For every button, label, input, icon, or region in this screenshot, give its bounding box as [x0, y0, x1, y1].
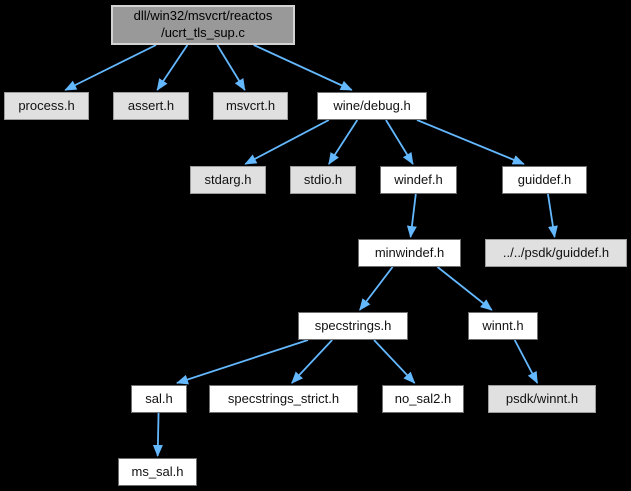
edge-minwindef-to-winnt — [436, 266, 493, 311]
edge-main-to-process — [64, 44, 157, 91]
graph-node-winedebug[interactable]: wine/debug.h — [317, 92, 427, 120]
edges — [64, 44, 558, 457]
graph-node-specstrict[interactable]: specstrings_strict.h — [209, 385, 358, 413]
graph-node-windef[interactable]: windef.h — [380, 166, 457, 194]
edge-specstrings-to-specstrict — [291, 339, 333, 384]
graph-node-stdarg: stdarg.h — [190, 166, 266, 194]
edge-winedebug-to-guiddef — [416, 119, 525, 165]
edge-sal-to-mssal — [152, 412, 163, 457]
edge-main-to-assert — [156, 44, 189, 91]
graph-node-process: process.h — [4, 92, 89, 120]
graph-node-assert: assert.h — [113, 92, 189, 120]
graph-node-msvcrt: msvcrt.h — [213, 92, 288, 120]
edge-winedebug-to-windef — [385, 119, 414, 165]
edge-main-to-msvcrt — [216, 44, 246, 91]
edge-guiddef-to-psdkguiddef — [547, 193, 558, 238]
graph-node-main: dll/win32/msvcrt/reactos /ucrt_tls_sup.c — [111, 5, 295, 45]
graph-node-sal[interactable]: sal.h — [131, 385, 187, 413]
edge-winedebug-to-stdarg — [244, 119, 330, 165]
edge-winnt-to-psdkwinnt — [513, 339, 539, 384]
edge-specstrings-to-sal — [176, 339, 309, 385]
edge-winedebug-to-stdio — [328, 119, 359, 165]
graph-node-nosal2[interactable]: no_sal2.h — [382, 385, 464, 413]
edge-windef-to-minwindef — [406, 193, 417, 238]
edge-minwindef-to-specstrings — [359, 266, 394, 311]
graph-node-guiddef[interactable]: guiddef.h — [502, 166, 587, 194]
graph-node-minwindef[interactable]: minwindef.h — [358, 239, 461, 267]
graph-node-winnt[interactable]: winnt.h — [468, 312, 538, 340]
graph-node-psdkwinnt: psdk/winnt.h — [488, 385, 596, 413]
edge-specstrings-to-nosal2 — [373, 339, 416, 384]
graph-node-specstrings[interactable]: specstrings.h — [298, 312, 408, 340]
edge-main-to-winedebug — [253, 44, 353, 91]
graph-node-stdio: stdio.h — [290, 166, 356, 194]
graph-node-mssal[interactable]: ms_sal.h — [118, 458, 197, 486]
graph-node-psdkguiddef: ../../psdk/guiddef.h — [485, 239, 627, 267]
